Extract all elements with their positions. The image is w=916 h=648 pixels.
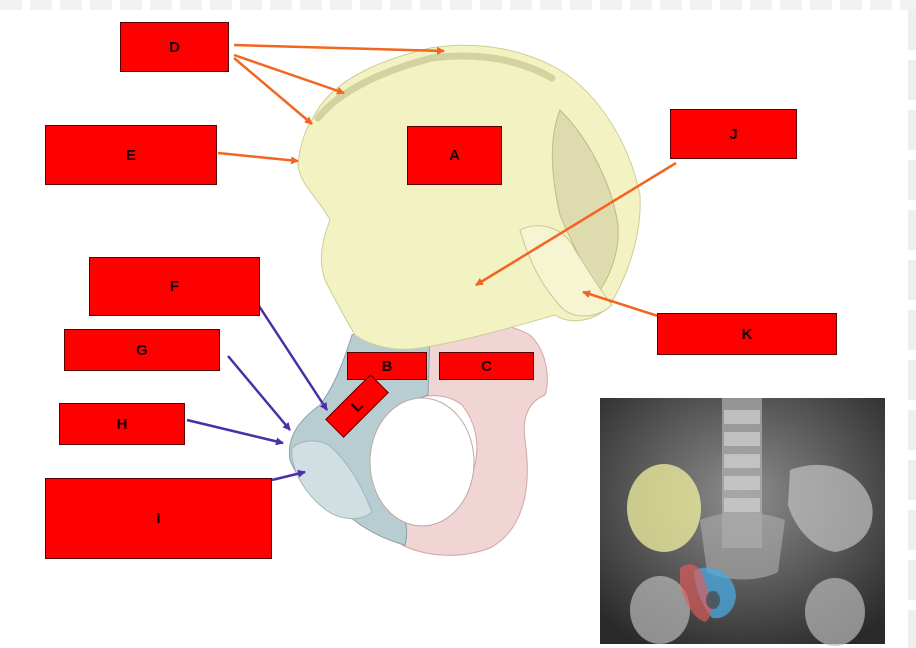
xray-inset [600, 398, 885, 646]
label-a[interactable]: A [407, 126, 502, 185]
label-f[interactable]: F [89, 257, 260, 316]
label-g[interactable]: G [64, 329, 220, 371]
obturator-foramen [369, 397, 475, 527]
arrow-e [217, 151, 299, 165]
arrow-d-2 [233, 53, 345, 95]
arrow-g [227, 355, 291, 431]
arrow-d-1 [233, 43, 445, 55]
pubis-region [401, 323, 548, 556]
arrow-i [271, 469, 306, 482]
label-j[interactable]: J [670, 109, 797, 159]
arrow-j [475, 161, 677, 287]
xray-pubis-highlight [680, 564, 712, 622]
label-h[interactable]: H [59, 403, 185, 445]
label-e[interactable]: E [45, 125, 217, 185]
label-b[interactable]: B [347, 352, 427, 380]
top-decor-strip [0, 0, 916, 10]
xray-ilium-highlight [627, 464, 701, 552]
ischial-tuberosity [291, 440, 373, 519]
label-i[interactable]: I [45, 478, 272, 559]
arrow-h [186, 418, 284, 446]
label-k[interactable]: K [657, 313, 837, 355]
arrow-d-3 [233, 57, 313, 125]
iliac-crest-rim [314, 52, 556, 122]
label-c[interactable]: C [439, 352, 534, 380]
label-d[interactable]: D [120, 22, 229, 72]
arrow-f [257, 305, 329, 411]
arrow-k [582, 290, 659, 318]
right-decor-strip [908, 10, 916, 648]
